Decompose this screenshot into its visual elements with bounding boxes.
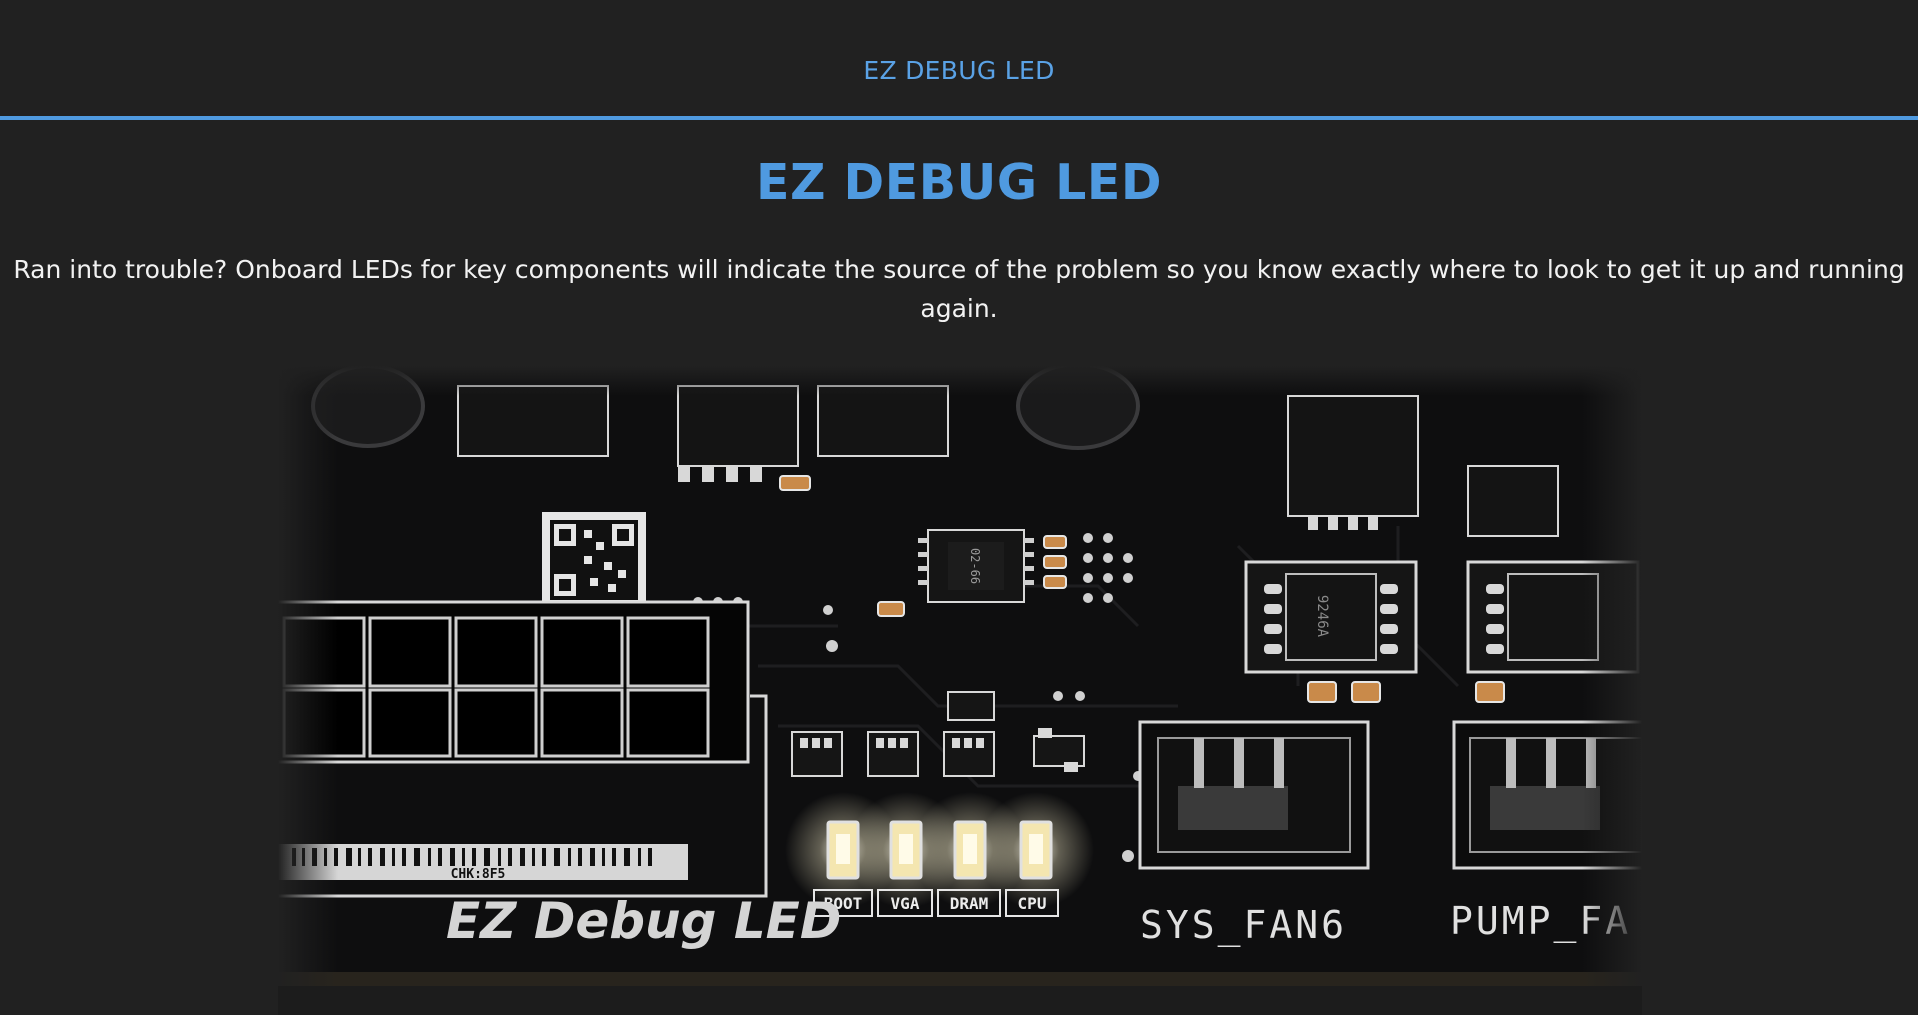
svg-text:9246A: 9246A <box>1314 595 1330 638</box>
led-labels: BOOT VGA DRAM CPU <box>813 889 1059 917</box>
tab-active-indicator <box>0 116 1918 120</box>
qr-code-icon <box>542 512 646 608</box>
section-title: EZ DEBUG LED <box>756 154 1162 211</box>
sticker-text: CHK:8F5 <box>451 867 506 882</box>
led-label-dram: DRAM <box>950 894 989 913</box>
section-description: Ran into trouble? Onboard LEDs for key c… <box>13 255 1905 323</box>
led-label-boot: BOOT <box>824 894 863 913</box>
tab-ez-debug-led[interactable]: EZ DEBUG LED <box>863 56 1055 85</box>
motherboard-illustration: 02-66 <box>278 366 1642 1015</box>
led-label-cpu: CPU <box>1018 894 1047 913</box>
barcode-sticker: CHK:8F5 <box>278 844 688 882</box>
silkscreen-title: EZ Debug LED <box>446 892 841 950</box>
svg-text:02-66: 02-66 <box>968 548 982 584</box>
tab-bar: EZ DEBUG LED <box>0 0 1918 116</box>
led-label-vga: VGA <box>891 894 920 913</box>
header-label-sys-fan6: SYS_FAN6 <box>1140 903 1347 948</box>
motherboard-photo: 02-66 <box>278 366 1642 1015</box>
controller-chip: 02-66 <box>927 529 1025 603</box>
